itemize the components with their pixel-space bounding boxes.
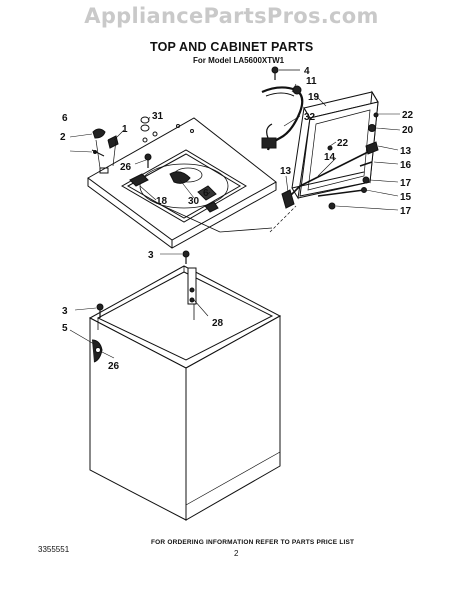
callout-6-top: 6 <box>62 113 68 124</box>
callout-18: 18 <box>156 196 168 207</box>
part-31-clips <box>140 116 150 132</box>
part-16-spring <box>359 161 373 167</box>
model-subtitle: For Model LA5600XTW1 <box>193 56 285 65</box>
callout-17-top: 17 <box>400 178 412 189</box>
callout-14: 14 <box>324 152 336 163</box>
callout-2: 2 <box>60 132 66 143</box>
callout-3-rear: 3 <box>148 250 154 261</box>
callout-6-bottom: 6 <box>203 188 209 199</box>
part-15-pivot <box>317 187 367 197</box>
part-30-lid-stop <box>169 171 191 184</box>
callout-19: 19 <box>308 92 320 103</box>
callout-22-center: 22 <box>337 138 349 149</box>
callout-15: 15 <box>400 192 412 203</box>
part-3-screw-rear <box>182 250 190 264</box>
callout-20: 20 <box>402 125 414 136</box>
callout-1: 1 <box>122 124 128 135</box>
part-22-screws <box>327 112 379 151</box>
callout-32: 32 <box>304 112 316 123</box>
page-title: TOP AND CABINET PARTS <box>150 40 314 54</box>
part-13-hinge-clips <box>281 141 379 209</box>
callout-13-right: 13 <box>400 146 412 157</box>
callout-31: 31 <box>152 111 164 122</box>
callout-17-bottom: 17 <box>400 206 412 217</box>
part-1-bracket <box>107 135 119 167</box>
part-26-screw-top <box>144 153 152 168</box>
callout-22-right: 22 <box>402 110 414 121</box>
part-20-bumper <box>368 124 376 132</box>
part-4-screw <box>271 66 300 80</box>
part-32-lid-switch <box>261 123 277 149</box>
ordering-note: FOR ORDERING INFORMATION REFER TO PARTS … <box>151 539 355 546</box>
part-6-hinge <box>92 128 106 169</box>
callout-26-bottom: 26 <box>108 361 120 372</box>
callout-30: 30 <box>188 196 200 207</box>
part-3-screw-front <box>96 303 104 318</box>
page-number: 2 <box>234 549 239 558</box>
cabinet <box>88 265 282 521</box>
part-2-screw <box>91 149 105 157</box>
callout-13-left: 13 <box>280 166 292 177</box>
callout-5: 5 <box>62 323 68 334</box>
callout-3-front: 3 <box>62 306 68 317</box>
part-code: 3355551 <box>38 545 70 554</box>
part-17-bumpers <box>328 176 370 210</box>
callout-16: 16 <box>400 160 412 171</box>
callout-4: 4 <box>304 66 310 77</box>
callout-11: 11 <box>306 76 317 87</box>
watermark: AppliancePartsPros.com <box>84 4 379 28</box>
part-19-lid <box>291 90 379 200</box>
callout-26-top: 26 <box>120 162 132 173</box>
callout-28: 28 <box>212 318 224 329</box>
